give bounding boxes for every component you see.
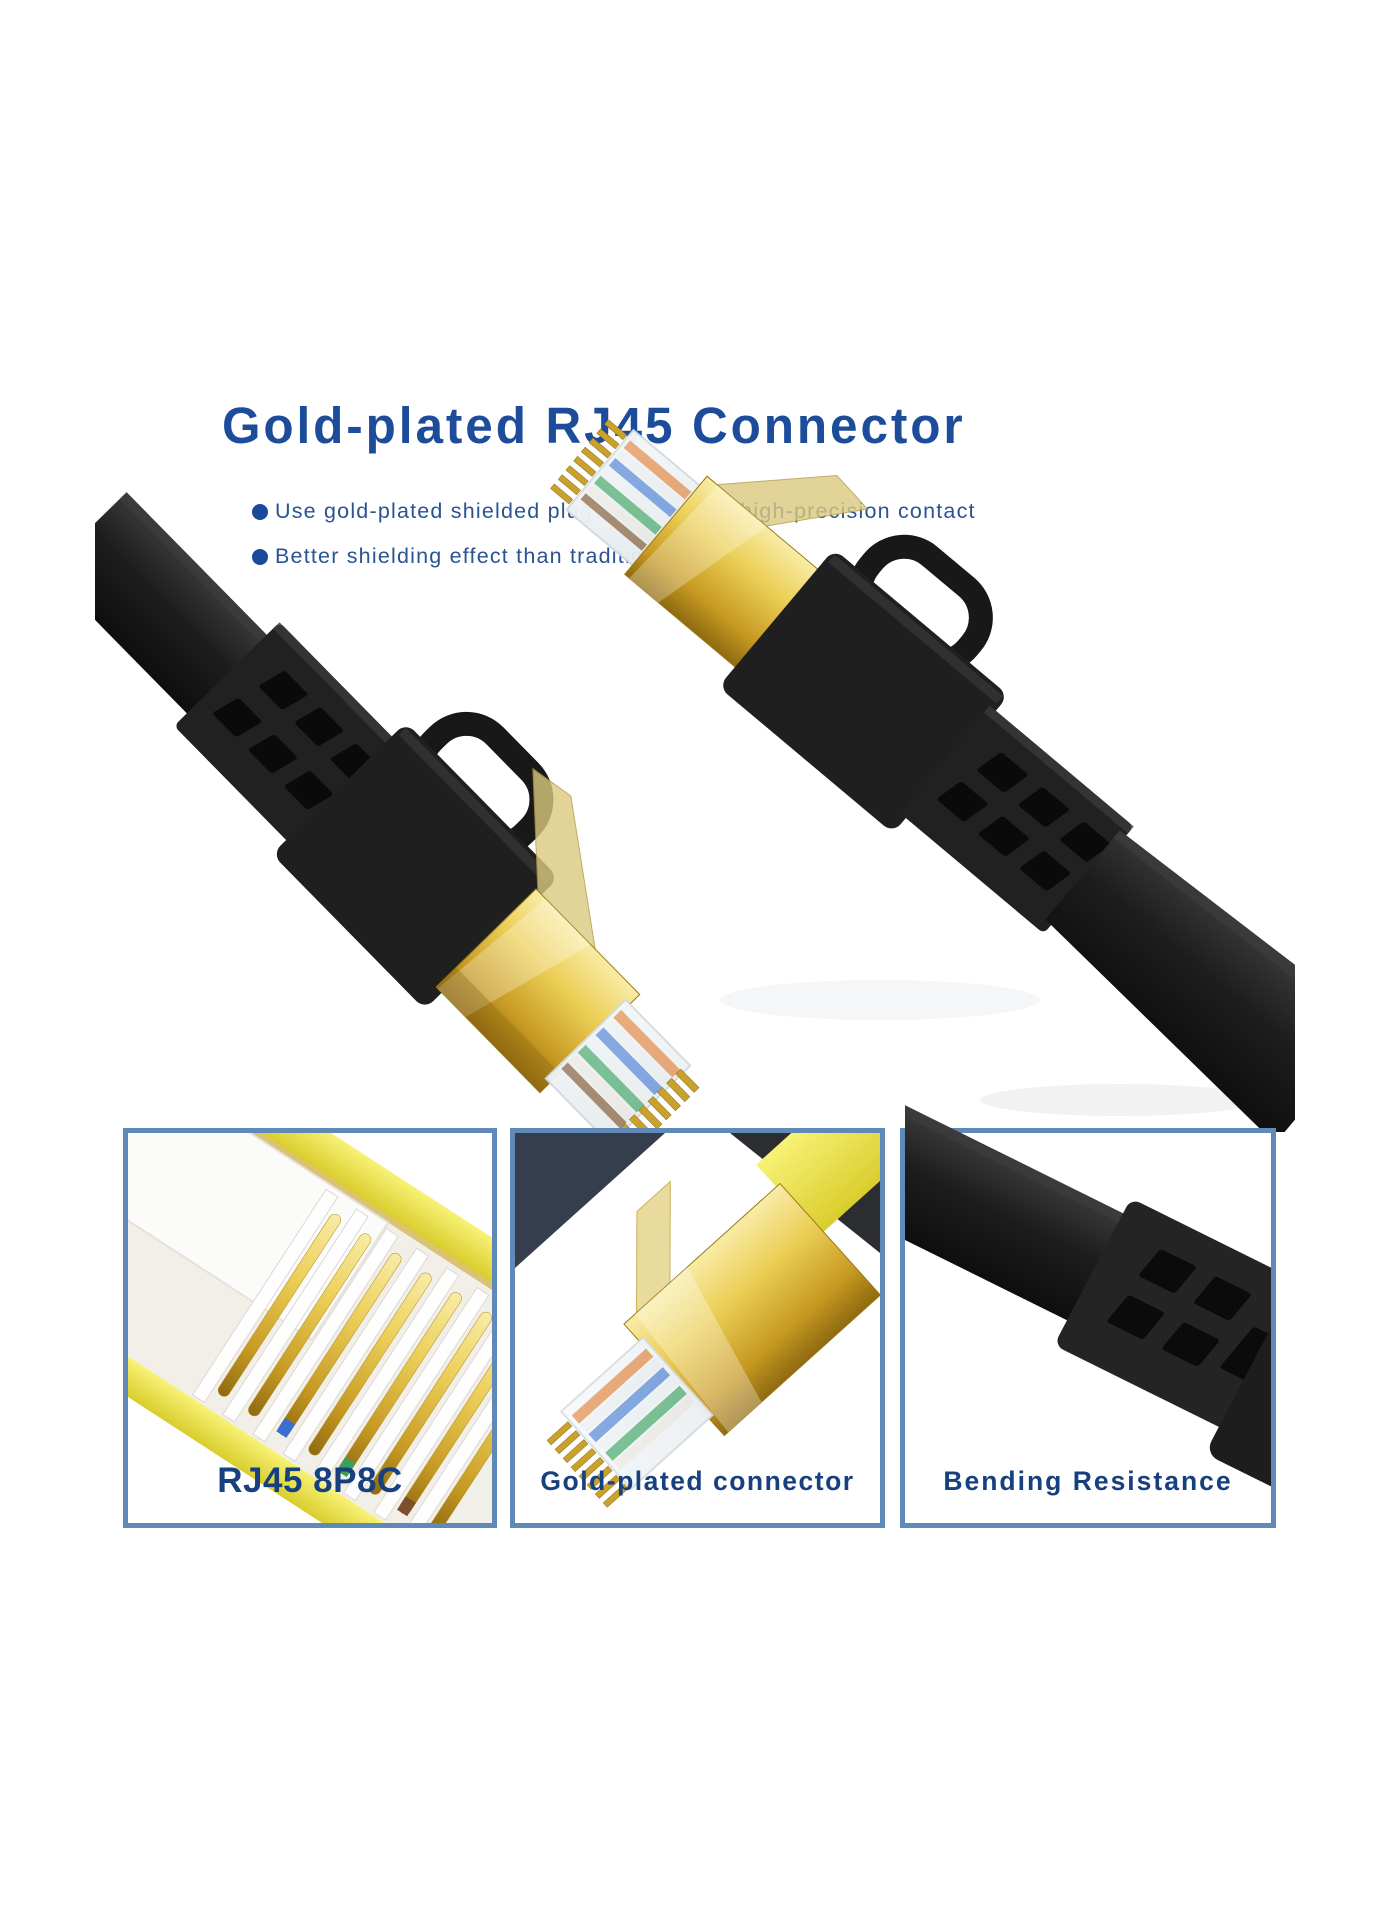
vent-holes	[937, 752, 1111, 891]
feature-panel-bending-resistance: Bending Resistance	[900, 1100, 1276, 1528]
gold-connector-photo	[515, 1133, 880, 1508]
gold-shield	[435, 888, 641, 1094]
rj45-pins-macro-photo	[128, 1133, 492, 1523]
panel-label-bending-resistance: Bending Resistance	[943, 1466, 1233, 1496]
vent-holes	[1107, 1249, 1271, 1383]
bending-cable-photo	[905, 1100, 1271, 1523]
bullet-text: Use gold-plated shielded plugs that ensu…	[275, 499, 976, 523]
panel-label-gold-plated-connector: Gold-plated connector	[540, 1466, 855, 1496]
panel-label-rj45-8p8c: RJ45 8P8C	[217, 1461, 403, 1500]
feature-panel-rj45-8p8c: RJ45 8P8C	[123, 1128, 497, 1528]
bullet-item: Use gold-plated shielded plugs that ensu…	[252, 499, 976, 524]
bullet-item: Better shielding effect than traditional…	[252, 544, 976, 569]
wire-colors	[561, 1009, 681, 1129]
feature-panel-gold-plated-connector: Gold-plated connector	[510, 1128, 885, 1528]
boot-hook	[408, 711, 554, 858]
vent-holes	[213, 671, 379, 810]
page-title: Gold-plated RJ45 Connector	[222, 397, 966, 454]
bullet-text: Better shielding effect than traditional…	[275, 544, 753, 568]
wire-color-tips	[276, 1417, 416, 1517]
gold-pins	[546, 1421, 629, 1508]
pin-channels	[191, 1188, 492, 1523]
yellow-cable	[756, 1133, 880, 1236]
background-wedge	[515, 1133, 665, 1268]
bullet-dot-icon	[252, 548, 268, 565]
clear-tip	[544, 998, 692, 1132]
bullet-dot-icon	[252, 503, 268, 520]
photo-shadow	[720, 980, 1040, 1020]
right-cable-connector-photo	[550, 420, 1295, 1132]
connector-latch	[532, 767, 598, 958]
feature-bullets: Use gold-plated shielded plugs that ensu…	[252, 499, 976, 589]
